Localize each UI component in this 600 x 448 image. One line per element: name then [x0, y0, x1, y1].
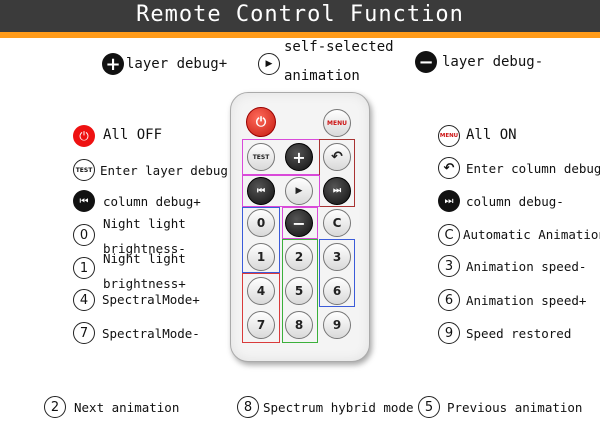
remote-digit-8-button[interactable]: 8: [285, 311, 313, 339]
animation-speed-minus-label: Animation speed-: [466, 259, 587, 274]
digit-8-icon: 8: [237, 396, 259, 418]
dark-red-group-box: [319, 139, 355, 207]
digit-3-icon: 3: [438, 255, 460, 277]
night-light-plus-line1: Night light: [103, 251, 186, 266]
remote-digit-1-button[interactable]: 1: [247, 243, 275, 271]
minus-icon: −: [415, 51, 437, 73]
test-icon: TEST: [73, 159, 95, 181]
night-light-minus-line1: Night light: [103, 216, 186, 231]
spectral-mode-plus-label: SpectralMode+: [102, 292, 200, 307]
enter-layer-debug-label: Enter layer debug: [100, 163, 228, 178]
remote-power-button[interactable]: ⏻: [246, 107, 276, 137]
remote-digit-0-button[interactable]: 0: [247, 209, 275, 237]
remote-test-button[interactable]: TEST: [247, 143, 275, 171]
remote-plus-button[interactable]: +: [285, 143, 313, 171]
digit-0-icon: 0: [73, 224, 95, 246]
enter-column-debug-label: Enter column debug: [466, 161, 600, 176]
digit-1-icon: 1: [73, 257, 95, 279]
rewind-icon: ⏮: [73, 190, 95, 212]
letter-c-icon: C: [438, 224, 460, 246]
remote-minus-button[interactable]: −: [285, 209, 313, 237]
all-off-label: All OFF: [103, 127, 163, 143]
remote-digit-2-button[interactable]: 2: [285, 243, 313, 271]
remote-play-button[interactable]: ▶: [285, 177, 313, 205]
menu-icon: MENU: [438, 125, 460, 147]
automatic-animation-label: Automatic Animation: [463, 227, 600, 242]
next-animation-label: Next animation: [74, 400, 180, 415]
remote-fast-forward-button[interactable]: ⏭: [323, 177, 351, 205]
animation-speed-plus-label: Animation speed+: [466, 293, 587, 308]
remote-digit-7-button[interactable]: 7: [247, 311, 275, 339]
digit-5-icon: 5: [418, 396, 440, 418]
digit-4-icon: 4: [73, 289, 95, 311]
all-on-label: All ON: [466, 127, 517, 143]
magenta-group-box-2: [242, 175, 320, 207]
night-light-minus-line2: brightness-: [103, 241, 186, 256]
digit-7-icon: 7: [73, 322, 95, 344]
return-icon: ↶: [438, 157, 460, 179]
layer-debug-minus-label: layer debug-: [442, 54, 544, 70]
remote-digit-4-button[interactable]: 4: [247, 277, 275, 305]
digit-9-icon: 9: [438, 322, 460, 344]
remote-digit-9-button[interactable]: 9: [323, 311, 351, 339]
remote-c-button[interactable]: C: [323, 209, 351, 237]
green-group-box: [282, 239, 318, 343]
digit-2-icon: 2: [44, 396, 66, 418]
fast-forward-icon: ⏭: [438, 190, 460, 212]
plus-icon: +: [102, 53, 124, 75]
blue-group-box-left: [242, 207, 280, 273]
remote-digit-3-button[interactable]: 3: [323, 243, 351, 271]
remote-return-button[interactable]: ↶: [323, 143, 351, 171]
magenta-group-box-3: [282, 207, 318, 239]
spectral-mode-minus-label: SpectralMode-: [102, 326, 200, 341]
red-group-box: [242, 273, 280, 343]
layer-debug-plus-label: layer debug+: [126, 56, 228, 72]
remote-menu-button[interactable]: MENU: [323, 109, 351, 137]
remote-digit-6-button[interactable]: 6: [323, 277, 351, 305]
night-light-plus-line2: brightness+: [103, 276, 186, 291]
speed-restored-label: Speed restored: [466, 326, 572, 341]
remote-rewind-button[interactable]: ⏮: [247, 177, 275, 205]
digit-6-icon: 6: [438, 289, 460, 311]
remote-control: ⏻ MENU TEST + ↶ ⏮ ▶ ⏭ 0 − C 1 2 3 4 5 6 …: [230, 92, 370, 362]
self-selected-label-line1: self-selected: [284, 39, 394, 55]
column-debug-plus-label: column debug+: [103, 194, 201, 209]
column-debug-minus-label: column debug-: [466, 194, 564, 209]
page-title: Remote Control Function: [136, 2, 464, 27]
blue-group-box-right: [319, 239, 355, 307]
power-icon: ⏻: [73, 125, 95, 147]
play-icon: ▶: [258, 53, 280, 75]
self-selected-label-line2: animation: [284, 68, 360, 84]
previous-animation-label: Previous animation: [447, 400, 583, 415]
spectrum-hybrid-mode-label: Spectrum hybrid mode: [263, 400, 414, 415]
remote-digit-5-button[interactable]: 5: [285, 277, 313, 305]
title-bar: [0, 0, 600, 38]
